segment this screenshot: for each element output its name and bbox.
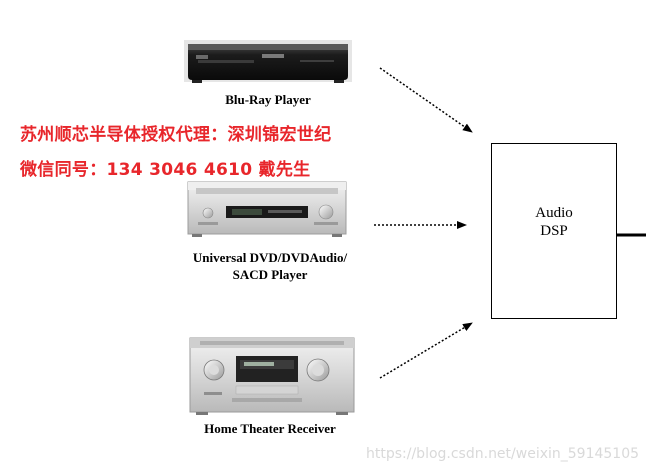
arrow-bluray-to-dsp [379,67,473,133]
dsp-line2: DSP [540,223,568,239]
overlay-line1: 苏州顺芯半导体授权代理：深圳锦宏世纪 [20,125,332,145]
watermark-url: https://blog.csdn.net/weixin_59145105 [366,446,640,462]
receiver-image [189,337,355,415]
dsp-line1: Audio [535,205,573,221]
dvd-player-image [187,181,347,237]
audio-dsp-box: Audio DSP [491,143,617,319]
dvd-label-line1: Universal DVD/DVDAudio/ [192,250,348,265]
arrow-receiver-to-dsp [379,322,473,379]
bluray-label: Blu-Ray Player [225,92,311,107]
overlay-line2: 微信同号：134 3046 4610 戴先生 [20,160,311,180]
receiver-label: Home Theater Receiver [204,421,336,436]
bluray-player-image [184,40,352,83]
dvd-label: Universal DVD/DVDAudio/ SACD Player [170,249,370,283]
audio-dsp-label: Audio DSP [492,204,616,240]
dvd-label-line2: SACD Player [232,267,308,282]
